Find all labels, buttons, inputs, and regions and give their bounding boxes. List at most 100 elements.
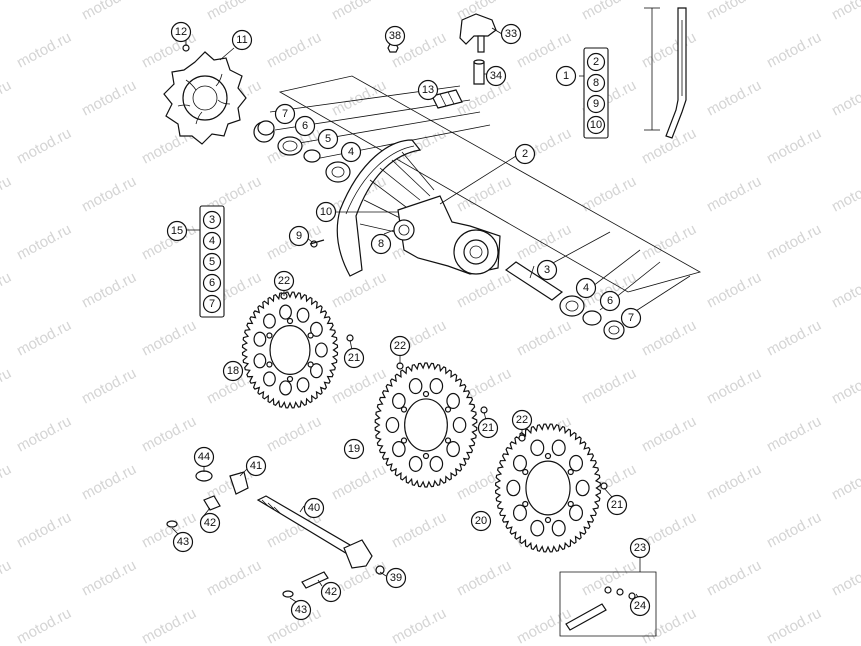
watermark-text: motod.ru (704, 461, 764, 504)
watermark-text: motod.ru (454, 269, 514, 312)
watermark-text: motod.ru (139, 605, 199, 646)
watermark-text: motod.ru (764, 509, 824, 552)
watermark-text: motod.ru (764, 29, 824, 72)
callout-39: 39 (385, 567, 407, 589)
watermark-text: motod.ru (79, 365, 139, 408)
callout-label: 12 (175, 26, 187, 38)
callout-label: 19 (348, 443, 360, 455)
callout-22: 22 (511, 409, 533, 431)
watermark-text: motod.ru (0, 365, 14, 408)
watermark-text: motod.ru (14, 317, 74, 360)
callout-label: 21 (482, 422, 494, 434)
svg-text:5: 5 (209, 256, 215, 268)
axle-assembly (166, 470, 385, 598)
callout-33: 33 (500, 23, 522, 45)
callout-label: 23 (634, 542, 646, 554)
watermark-text: motod.ru (704, 269, 764, 312)
watermark-text: motod.ru (704, 0, 764, 24)
callout-40: 40 (303, 497, 325, 519)
callout-43: 43 (290, 599, 312, 621)
callout-4: 4 (340, 141, 362, 163)
watermark-text: motod.ru (139, 317, 199, 360)
watermark-text: motod.ru (579, 365, 639, 408)
watermark-text: motod.ru (264, 29, 324, 72)
group-item: 6 (202, 273, 222, 293)
watermark-text: motod.ru (829, 461, 861, 504)
watermark-text: motod.ru (829, 77, 861, 120)
watermark-text: motod.ru (79, 461, 139, 504)
bolt (600, 482, 608, 490)
watermark-text: motod.ru (329, 77, 389, 120)
callout-label: 43 (177, 536, 189, 548)
callout-label: 7 (282, 108, 288, 120)
callout-label: 21 (611, 499, 623, 511)
callout-label: 3 (544, 264, 550, 276)
callout-4: 4 (575, 277, 597, 299)
spoke-tool (644, 7, 687, 139)
watermark-text: motod.ru (389, 605, 449, 646)
watermark-text: motod.ru (514, 221, 574, 264)
callout-12: 12 (170, 21, 192, 43)
callout-8: 8 (370, 233, 392, 255)
watermark-text: motod.ru (764, 221, 824, 264)
watermark-text: motod.ru (639, 29, 699, 72)
watermark-text: motod.ru (0, 0, 14, 24)
sprocket-20 (494, 423, 602, 553)
callout-label: 33 (505, 28, 517, 40)
right-bearings (504, 261, 625, 340)
group-item: 5 (202, 252, 222, 272)
svg-text:4: 4 (209, 235, 215, 247)
watermark-text: motod.ru (79, 0, 139, 24)
callout-2: 2 (514, 143, 536, 165)
watermark-text: motod.ru (139, 413, 199, 456)
watermark-text: motod.ru (79, 269, 139, 312)
svg-text:3: 3 (209, 214, 215, 226)
callout-label: 44 (198, 451, 210, 463)
watermark-text: motod.ru (329, 0, 389, 24)
watermark-text: motod.ru (704, 173, 764, 216)
watermark-text: motod.ru (329, 269, 389, 312)
callout-label: 4 (583, 282, 589, 294)
callout-label: 6 (302, 120, 308, 132)
callout-42: 42 (199, 512, 221, 534)
callout-label: 34 (490, 70, 502, 82)
callout-21: 21 (343, 347, 365, 369)
watermark-text: motod.ru (764, 317, 824, 360)
group-item: 7 (202, 294, 222, 314)
callout-10: 10 (315, 201, 337, 223)
svg-text:10: 10 (590, 119, 602, 131)
callout-label: 43 (295, 604, 307, 616)
callout-label: 42 (204, 517, 216, 529)
callout-label: 38 (389, 30, 401, 42)
watermark-text: motod.ru (829, 173, 861, 216)
watermark-text: motod.ru (0, 461, 14, 504)
watermark-text: motod.ru (829, 269, 861, 312)
watermark-text: motod.ru (579, 0, 639, 24)
callout-19: 19 (343, 438, 365, 460)
callout-label: 39 (390, 572, 402, 584)
watermark-text: motod.ru (264, 413, 324, 456)
watermark-text: motod.ru (14, 221, 74, 264)
watermark-text: motod.ru (764, 413, 824, 456)
left-bearings (253, 120, 351, 183)
watermark-text: motod.ru (389, 509, 449, 552)
watermark-text: motod.ru (704, 557, 764, 600)
callout-label: 1 (563, 70, 569, 82)
brake-disc (163, 44, 247, 145)
watermark-text: motod.ru (704, 77, 764, 120)
callout-6: 6 (294, 115, 316, 137)
watermark-text: motod.ru (79, 557, 139, 600)
callout-21: 21 (606, 494, 628, 516)
speed-sensor (387, 13, 497, 85)
svg-text:9: 9 (593, 98, 599, 110)
callout-42: 42 (320, 581, 342, 603)
callout-label: 13 (422, 84, 434, 96)
callout-label: 11 (236, 34, 247, 46)
callout-label: 40 (308, 502, 320, 514)
callout-5: 5 (317, 128, 339, 150)
callout-label: 15 (171, 225, 183, 237)
svg-text:7: 7 (209, 298, 215, 310)
callout-15: 15 (166, 220, 188, 242)
sprocket-19 (374, 362, 478, 488)
watermark-text: motod.ru (14, 125, 74, 168)
